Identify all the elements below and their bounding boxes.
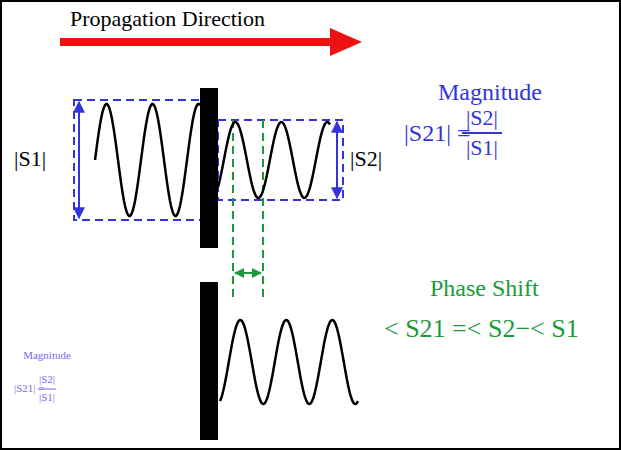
fraction-denominator-small: |S1| xyxy=(39,392,55,403)
barrier xyxy=(200,88,218,248)
direction-arrowhead xyxy=(330,28,362,56)
amplitude-label: |S1| xyxy=(14,148,46,170)
fraction-denominator: |S1| xyxy=(466,137,498,159)
phase-arrow xyxy=(235,272,261,274)
s1-amplitude-arrow xyxy=(78,102,80,218)
s2-dashed-box xyxy=(218,120,343,200)
magnitude-title-small: Magnitude xyxy=(23,350,71,361)
phase-guide xyxy=(262,120,264,300)
fraction-numerator: |S2| xyxy=(466,107,498,129)
amplitude-label: |S2| xyxy=(350,148,382,170)
s1-dashed-box xyxy=(74,100,204,220)
s2-amplitude-arrow xyxy=(336,122,338,198)
fraction-numerator-small: |S2| xyxy=(39,374,55,385)
direction-arrow xyxy=(60,38,335,46)
phase-guide xyxy=(232,120,234,300)
phase-title: Phase Shift xyxy=(430,276,539,300)
transmitted-wave xyxy=(218,122,330,198)
phase-formula: < S21 =< S2−< S1 xyxy=(384,316,579,342)
direction-label: Propagation Direction xyxy=(70,8,265,30)
incident-wave xyxy=(95,104,200,216)
magnitude-title: Magnitude xyxy=(438,80,542,104)
formula-text: |S21| = xyxy=(404,121,471,145)
shifted-wave xyxy=(220,320,358,404)
barrier xyxy=(200,282,218,440)
